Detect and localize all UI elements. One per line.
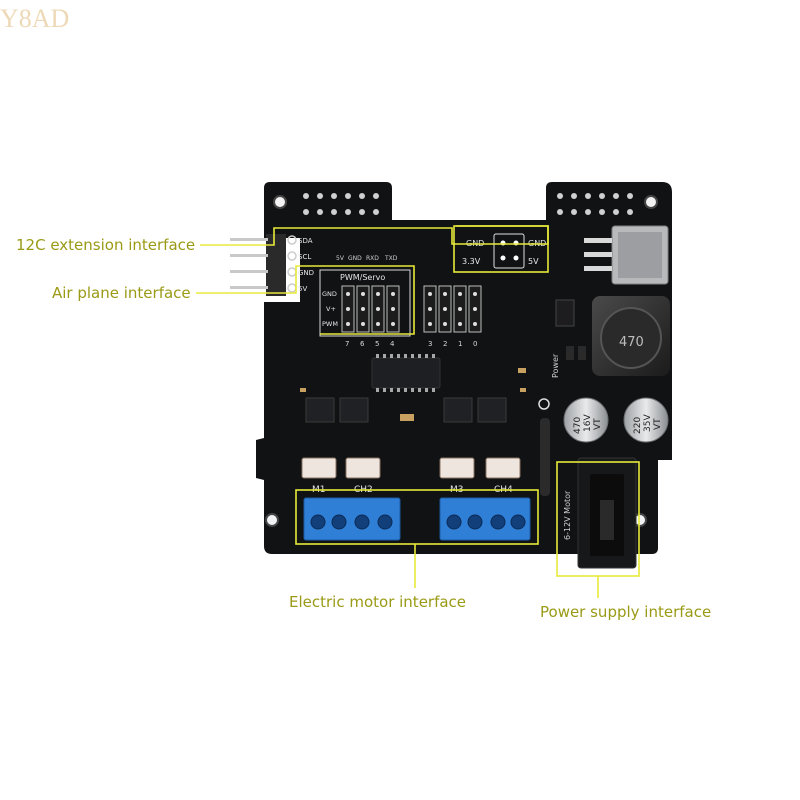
silk-pwm-title: PWM/Servo	[340, 273, 385, 282]
pwm-controller-chip	[371, 354, 441, 392]
inductor-marking: 470	[619, 335, 644, 350]
silk-uart-gnd: GND	[348, 255, 362, 262]
cap-right-series: VT	[653, 418, 663, 430]
i2c-pin-header	[230, 234, 297, 296]
callout-power-label: Power supply interface	[540, 603, 712, 621]
silk-6-12v-motor: 6-12V Motor	[563, 490, 572, 540]
cap-left-series: VT	[593, 418, 603, 430]
screw-terminals	[303, 497, 531, 541]
silk-power: Power	[551, 353, 560, 378]
power-components	[538, 299, 586, 496]
gpio-header-left	[303, 193, 379, 215]
silk-5v: 5V	[298, 285, 307, 293]
silk-ch0: 0	[473, 340, 477, 348]
pwm-servo-header	[319, 269, 482, 337]
callout-airplane-label: Air plane interface	[52, 284, 191, 302]
silk-scl: SCL	[298, 253, 311, 261]
mounting-holes	[265, 195, 658, 527]
voltage-regulator	[584, 225, 669, 285]
callout-motor-label: Electric motor interface	[289, 593, 467, 611]
silk-uart-txd: TXD	[384, 255, 398, 262]
callout-i2c-label: 12C extension interface	[16, 236, 196, 254]
motor-jst-connectors	[301, 457, 521, 479]
silk-gnd: GND	[298, 269, 314, 277]
silk-ch1: 1	[458, 340, 462, 348]
silk-uart-5v: 5V	[336, 255, 345, 262]
silk-ch5: 5	[375, 340, 379, 348]
cap-right-value: 220	[633, 417, 643, 434]
capacitor-right: 220 35V VT	[623, 397, 669, 443]
silk-pwm-gnd: GND	[322, 290, 337, 298]
gpio-header-right	[557, 193, 633, 215]
silk-3v3: 3.3V	[462, 257, 481, 266]
silk-ch6: 6	[360, 340, 365, 348]
silk-ch4: 4	[390, 340, 395, 348]
callout-box-i2c	[453, 225, 549, 273]
cap-left-value: 470	[573, 417, 583, 434]
silk-pwm-vplus: V+	[326, 305, 336, 313]
dc-barrel-jack	[577, 457, 637, 569]
silk-5v-right: 5V	[528, 257, 539, 266]
silk-sda: SDA	[298, 237, 313, 245]
inductor: 470	[592, 296, 670, 376]
small-components	[300, 368, 526, 421]
motor-driver-chips	[305, 397, 507, 423]
cap-left-voltage: 16V	[583, 414, 593, 432]
callout-line-airplane	[196, 265, 415, 335]
callout-lines	[196, 225, 640, 598]
silk-pwm-pwm: PWM	[322, 320, 338, 328]
silk-ch2: 2	[443, 340, 447, 348]
silk-uart-rxd: RXD	[366, 255, 379, 262]
callout-box-motor	[295, 489, 539, 545]
silk-ch3: 3	[428, 340, 432, 348]
capacitor-left: 470 16V VT	[563, 397, 609, 443]
watermark: Y8AD	[0, 4, 70, 33]
silk-ch7: 7	[345, 340, 349, 348]
cap-right-voltage: 35V	[643, 414, 653, 432]
